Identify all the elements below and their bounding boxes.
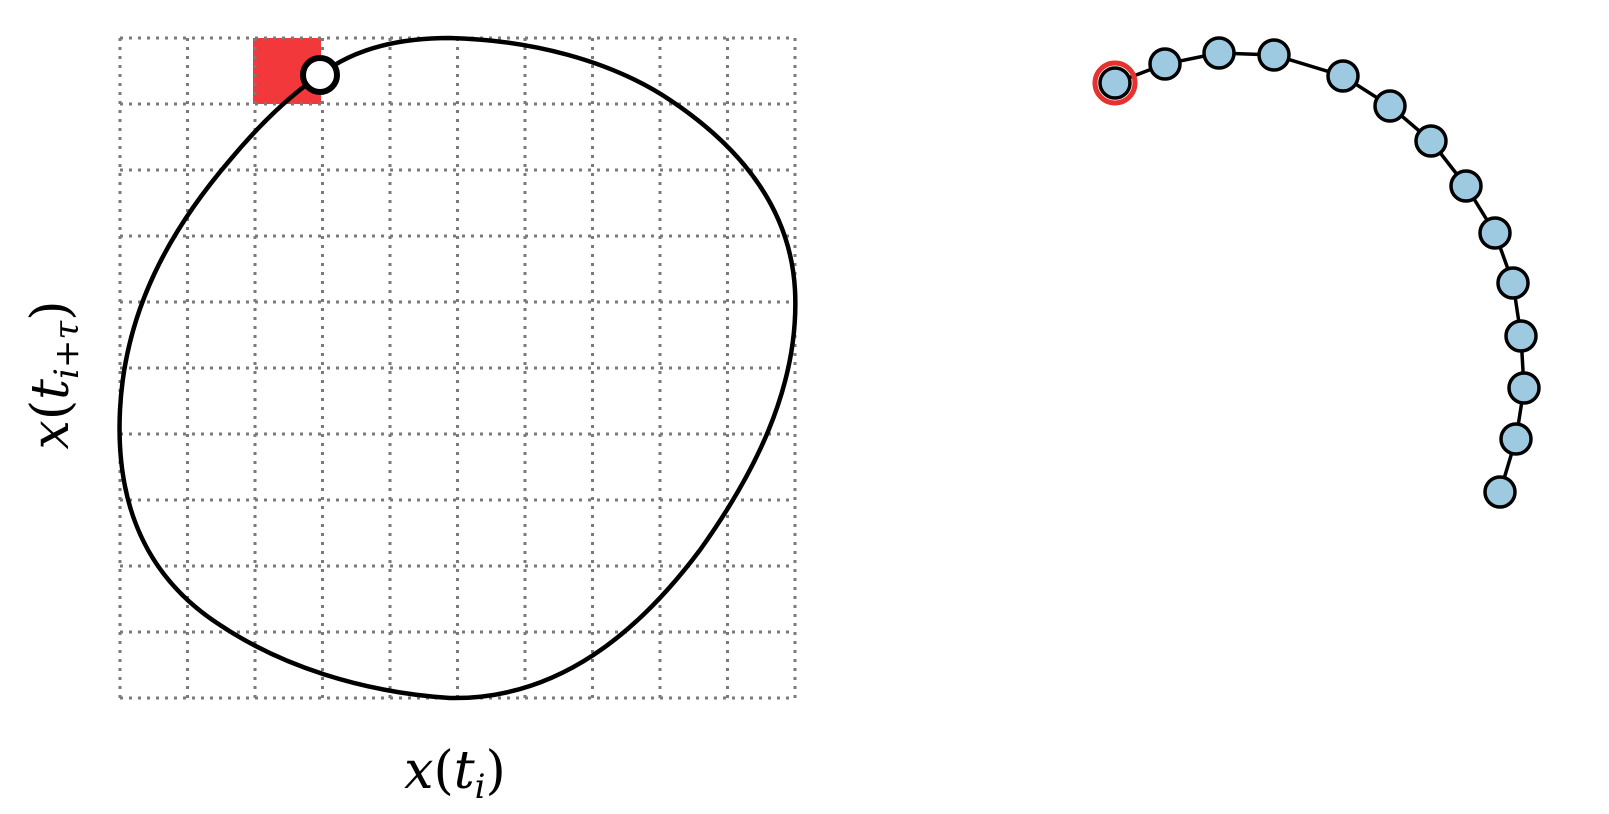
x-axis-open-paren: ( (433, 741, 453, 801)
chain-node (1504, 319, 1538, 353)
y-axis-subscript: i+τ (47, 320, 87, 379)
chain-nodes (1092, 36, 1541, 509)
chain-node (1496, 266, 1530, 300)
chain-node (1326, 59, 1360, 93)
chain-node-highlighted (1098, 66, 1132, 100)
phase-space-panel: x(ti) x(ti+τ) (21, 35, 798, 807)
x-axis-label: x(ti) (404, 741, 506, 807)
highlighted-node-ring (1092, 60, 1138, 106)
y-axis-base: t (21, 379, 81, 400)
chain-connector-line (1114, 51, 1526, 493)
chain-node (1478, 216, 1512, 250)
chain-node (1507, 371, 1541, 405)
chain-node (1202, 36, 1236, 70)
chain-node (1449, 169, 1483, 203)
chain-node (1499, 422, 1533, 456)
node-chain-panel (1092, 36, 1541, 509)
y-axis-label: x(ti+τ) (21, 301, 87, 450)
chain-node (1148, 47, 1182, 81)
x-axis-subscript: i (475, 767, 486, 807)
current-state-marker (300, 55, 340, 95)
chain-node (1483, 475, 1517, 509)
attractor-loop-curve (117, 35, 798, 701)
dotted-grid (118, 36, 797, 700)
y-axis-var: x (21, 420, 81, 449)
x-axis-base: t (454, 741, 475, 801)
y-axis-close-paren: ) (21, 301, 81, 321)
x-axis-var: x (404, 741, 433, 801)
chain-node (1414, 124, 1448, 158)
chain-node (1373, 89, 1407, 123)
x-axis-close-paren: ) (486, 741, 506, 801)
chain-node (1257, 38, 1291, 72)
y-axis-open-paren: ( (21, 400, 81, 420)
